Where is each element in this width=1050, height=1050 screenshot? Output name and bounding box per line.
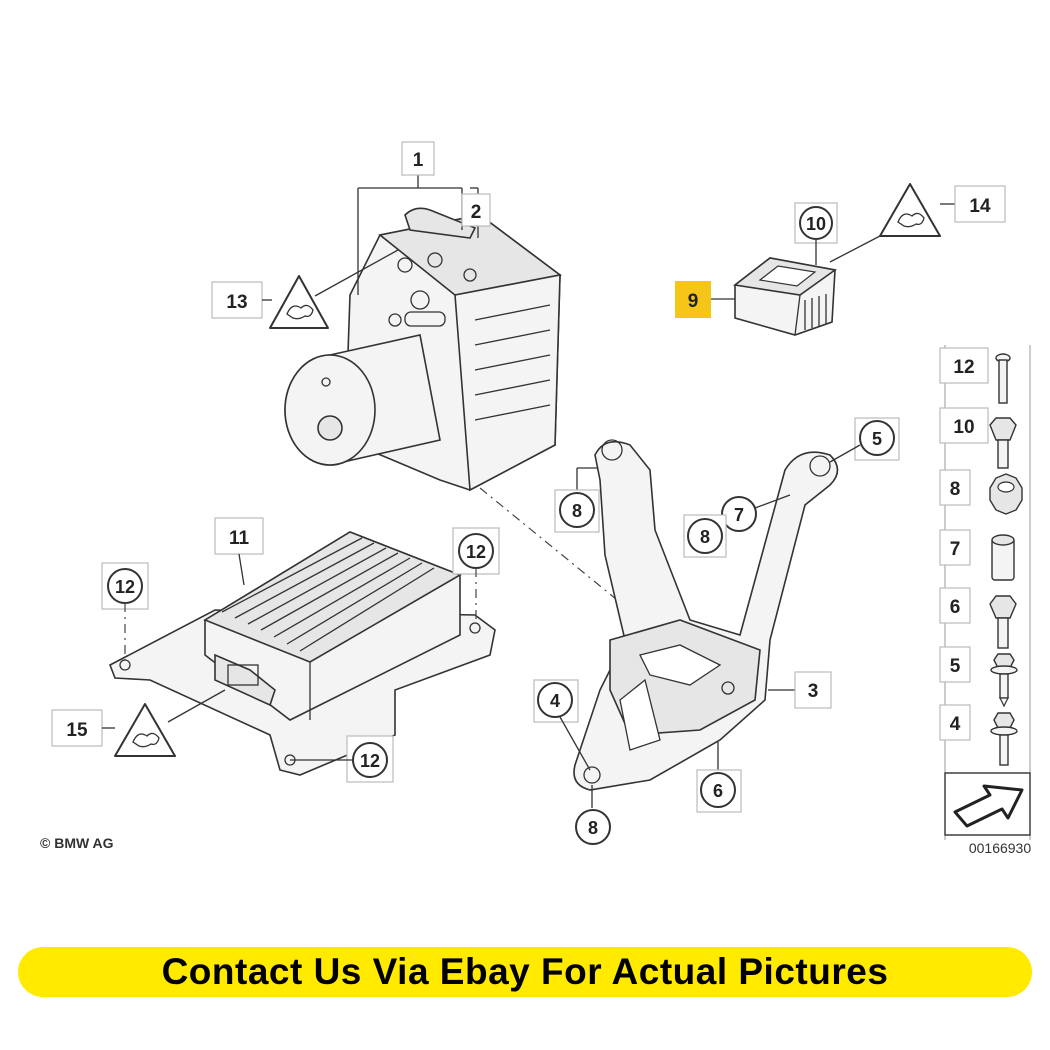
esd-warning-icon-15 [114,703,176,757]
callout-8-top: 8 [572,501,582,521]
diagram-number: 00166930 [969,840,1032,856]
svg-text:7: 7 [950,539,961,560]
legend-row-10[interactable]: 10 [939,407,1017,469]
callout-6: 6 [713,781,723,801]
esd-warning-icon-14 [879,183,941,237]
contact-banner: Contact Us Via Ebay For Actual Pictures [18,947,1032,997]
washer-bolt-icon [990,712,1018,766]
callout-8-bottom: 8 [588,818,598,838]
svg-text:6: 6 [950,597,961,618]
callout-12-right: 12 [466,542,486,562]
callout-12-left: 12 [115,577,135,597]
hex-bolt-icon [989,595,1017,649]
bushing-icon [991,534,1015,581]
callout-10: 10 [806,214,826,234]
callout-14: 14 [969,196,991,217]
abs-hydraulic-unit[interactable] [284,207,562,492]
callout-7: 7 [734,505,744,525]
legend-row-8[interactable]: 8 [939,469,1023,515]
callout-12-bottom: 12 [360,751,380,771]
callout-5: 5 [872,429,882,449]
callout-13: 13 [226,292,247,313]
hardware-legend: 12 10 8 7 [939,345,1031,840]
legend-row-6[interactable]: 6 [939,587,1017,649]
legend-row-5[interactable]: 5 [939,646,1018,708]
callout-3: 3 [808,681,819,702]
orientation-arrow-icon [953,784,1024,828]
control-unit-module[interactable] [108,531,496,776]
callout-8-middle: 8 [700,527,710,547]
legend-row-12[interactable]: 12 [939,347,1011,404]
svg-text:12: 12 [953,357,974,378]
callout-2: 2 [471,202,482,223]
washer-bolt-icon [990,653,1018,708]
esd-warning-icon [269,275,329,329]
legend-row-7[interactable]: 7 [939,529,1015,581]
hex-bolt-icon [989,417,1017,469]
callout-15: 15 [66,720,88,741]
copyright-label: © BMW AG [40,835,114,851]
sensor-module[interactable] [733,257,837,336]
legend-row-4[interactable]: 4 [939,704,1018,766]
mounting-bracket[interactable] [573,439,839,791]
svg-text:4: 4 [950,714,961,735]
svg-text:5: 5 [950,656,961,677]
long-bolt-icon [995,353,1011,404]
callout-1: 1 [413,150,424,171]
rubber-mount-icon [989,473,1023,515]
callout-4: 4 [550,691,560,711]
callout-11: 11 [229,528,250,549]
callout-9: 9 [688,291,699,312]
svg-text:10: 10 [953,417,974,438]
svg-text:8: 8 [950,479,961,500]
banner-text: Contact Us Via Ebay For Actual Pictures [161,951,889,992]
